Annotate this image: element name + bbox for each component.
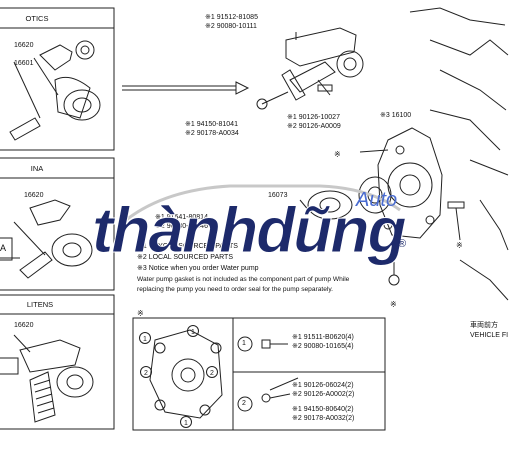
legend-line-3: ※3 Notice when you order Water pump <box>137 265 259 272</box>
circle-number: 1 <box>191 329 195 336</box>
detail-row2-part-4: ※2 90178-A0032(2) <box>292 415 355 422</box>
otics-label-16620: 16620 <box>14 42 34 49</box>
litens-panel-title: LITENS <box>26 300 54 309</box>
circle-number: 1 <box>143 336 147 343</box>
bracket-callout-2: ※2 90080-10111 <box>205 23 257 30</box>
detail-row2-part-1: ※1 90126-06024(2) <box>292 382 354 389</box>
vehicle-front-jp: 車両前方 <box>470 322 498 329</box>
detail-row2-number: 2 <box>242 400 246 407</box>
circle-number: 2 <box>144 370 148 377</box>
marker-glyph: ※ <box>137 309 144 318</box>
detail-row2-part-3: ※1 94150-80640(2) <box>292 406 354 413</box>
bolt-mid-callout-1: ※1 90126-10027 <box>287 114 340 121</box>
legend-line-1: ※1 TOYOTA SOURCED PARTS <box>137 243 238 250</box>
detail-row1-part-2: ※2 90080-10165(4) <box>292 343 354 350</box>
bracket-callout-1: ※1 91512-81085 <box>205 14 258 21</box>
otics-panel-border <box>0 7 115 151</box>
bolt-mid-callout-2: ※2 90126-A0009 <box>287 123 341 130</box>
registered-mark-icon: ® <box>398 238 407 250</box>
legend-line-2: ※2 LOCAL SOURCED PARTS <box>137 254 233 261</box>
ina-panel-border <box>0 157 115 291</box>
ina-panel-title: INA <box>30 164 44 173</box>
marker-glyph: ※ <box>456 241 463 250</box>
gasket-bolt-callout-2: ※2 90080-10046 <box>155 223 208 230</box>
marker-glyph: ※ <box>390 300 397 309</box>
litens-panel-border <box>0 294 115 430</box>
marker-glyph: ※ <box>334 150 341 159</box>
detail-box-marker: ※ <box>138 306 145 314</box>
otics-label-16601: 16601 <box>14 60 34 67</box>
circle-number: 2 <box>210 370 214 377</box>
pump-part-callout: ※3 16100 <box>380 112 412 119</box>
otics-panel-title: OTICS <box>25 14 49 23</box>
watermark-logo-small: Auto <box>356 189 398 211</box>
litens-label-16620: 16620 <box>14 322 34 329</box>
ina-side-letter: A <box>0 243 7 253</box>
vehicle-front-en: VEHICLE FI <box>470 332 509 339</box>
bolt-left-callout-1: ※1 94150-81041 <box>185 121 238 128</box>
detail-row2-part-2: ※2 90126-A0002(2) <box>292 391 355 398</box>
legend-note-line-1: Water pump gasket is not included as the… <box>137 276 350 283</box>
bolt-left-callout-2: ※2 90178-A0034 <box>185 130 239 137</box>
watermark-logo-text: thànhdũng <box>92 194 408 266</box>
ina-label-16620: 16620 <box>24 192 44 199</box>
circle-number: 1 <box>184 420 188 427</box>
detail-box-border <box>132 317 386 431</box>
detail-row1-part-1: ※1 91511-B0620(4) <box>292 334 354 341</box>
legend-note-line-2: replacing the pump you need to order sea… <box>137 286 333 293</box>
detail-row1-number: 1 <box>242 340 246 347</box>
